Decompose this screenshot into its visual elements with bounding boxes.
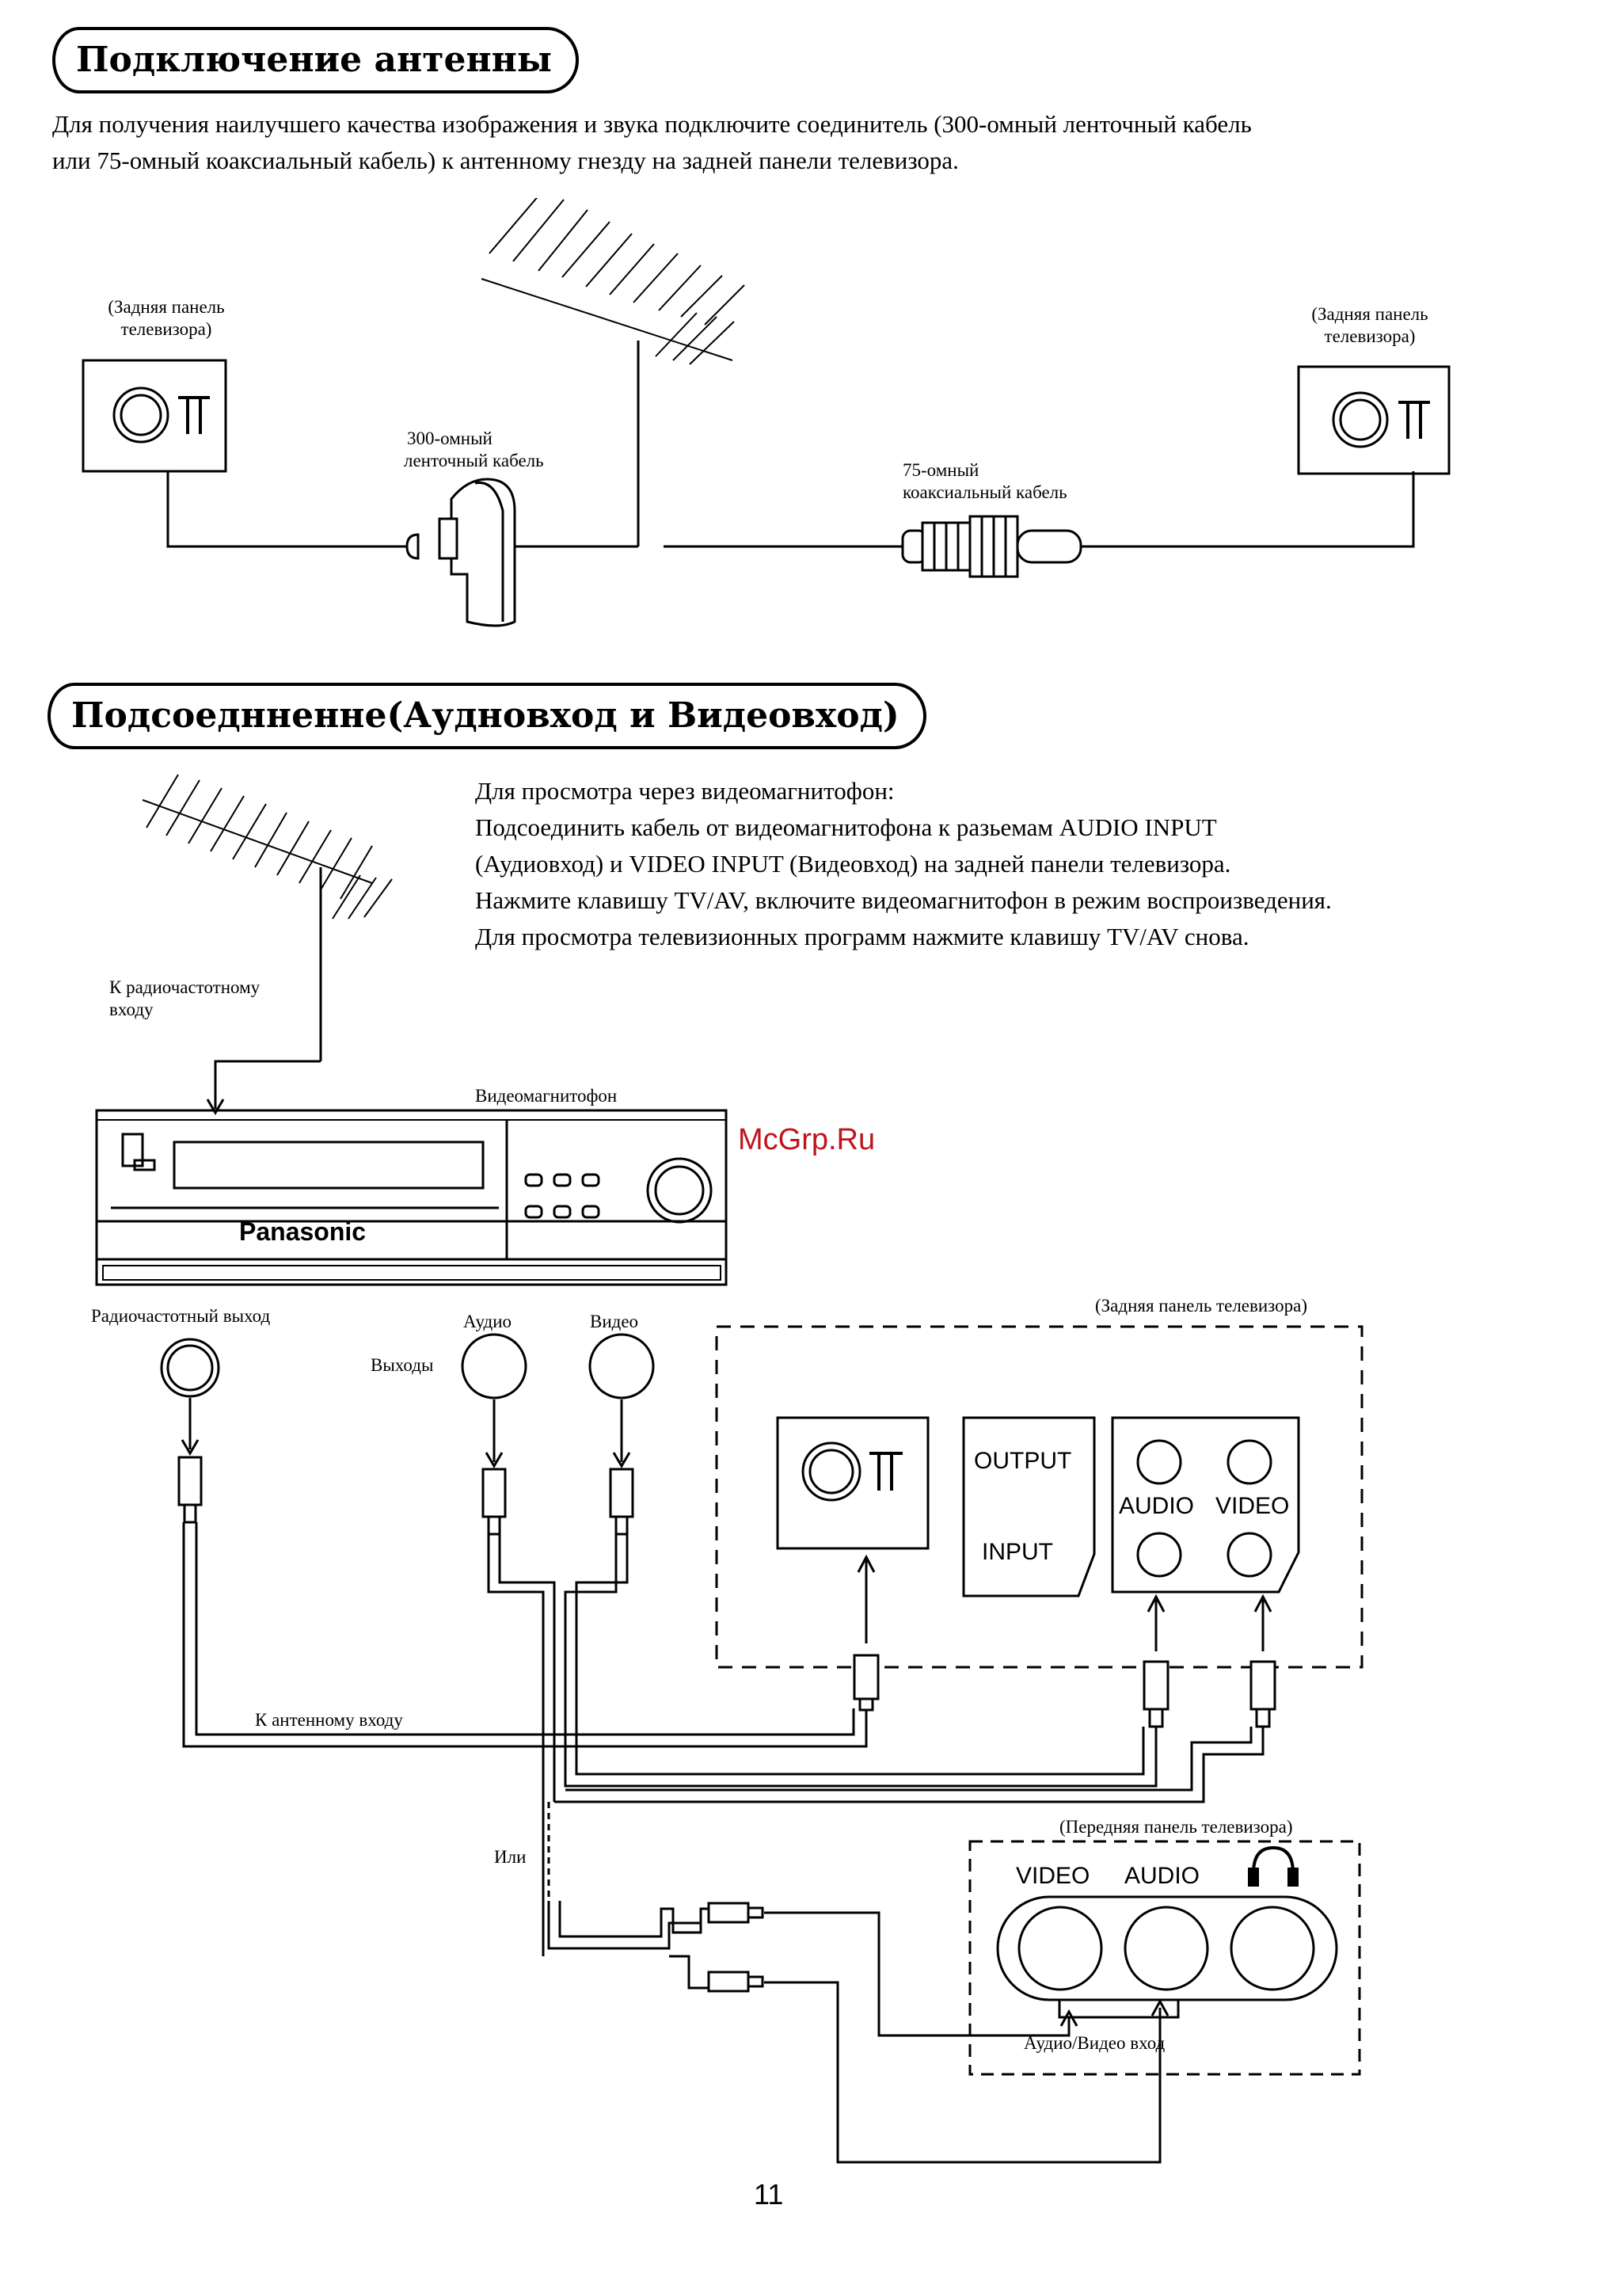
av-instruction-line3: (Аудиовход) и VIDEO INPUT (Видеовход) на… xyxy=(475,850,1231,878)
output-input-panel xyxy=(962,1416,1096,1597)
antenna-connection-diagram xyxy=(82,198,1451,627)
right-panel-label-line1: (Задняя панель xyxy=(1311,304,1428,324)
ribbon-label-line1: 300-омный xyxy=(407,428,493,448)
ribbon-cable-line xyxy=(166,471,408,548)
front-cables xyxy=(547,1901,1162,2164)
coax-cable-label: 75-омный коаксиальный кабель xyxy=(903,459,1067,504)
antenna-icon xyxy=(481,198,745,546)
video-out-label: Видео xyxy=(590,1312,639,1331)
left-panel-label-line2: телевизора) xyxy=(120,319,212,339)
av-instruction-line2: Подсоединить кабель от видеомагнитофона … xyxy=(475,813,1217,841)
vcr-brand-label: Panasonic xyxy=(239,1217,367,1246)
audio-out-jack xyxy=(461,1333,527,1399)
vcr-device xyxy=(95,1109,728,1286)
output-label: OUTPUT xyxy=(974,1448,1072,1474)
rf-cable xyxy=(182,1522,868,1748)
audio-out-label: Аудио xyxy=(463,1312,512,1331)
section-title-antenna: Подключение антенны xyxy=(52,27,579,93)
antenna-input-label: К антенному входу xyxy=(255,1710,403,1730)
tv-back-panel-label: (Задняя панель телевизора) xyxy=(1095,1296,1307,1316)
input-label: INPUT xyxy=(982,1539,1053,1565)
rca-plugs xyxy=(177,1456,634,1536)
headphones-icon xyxy=(1248,1845,1299,1887)
av-input-label: Аудио/Видео вход xyxy=(1024,2033,1166,2053)
front-rca-plugs xyxy=(707,1902,764,1993)
front-av-jacks xyxy=(996,1895,1338,2019)
ribbon-cable-label: 300-омный ленточный кабель xyxy=(404,428,544,472)
or-label: Или xyxy=(494,1847,527,1867)
coax-label-line2: коаксиальный кабель xyxy=(903,482,1067,502)
antenna-intro-line1: Для получения наилучшего качества изобра… xyxy=(52,110,1252,138)
audio-input-label: AUDIO xyxy=(1119,1493,1195,1519)
outputs-label: Выходы xyxy=(371,1355,434,1375)
audio-video-panel xyxy=(1111,1416,1300,1594)
rf-input-label-line1: К радиочастотному xyxy=(109,977,261,997)
right-tv-back-panel xyxy=(1297,365,1451,475)
section-title-av-input: Подсоеднненне(Аудновход и Видеовход) xyxy=(48,683,926,749)
back-av-jacks xyxy=(1136,1439,1272,1578)
av-cables xyxy=(487,1534,1265,1956)
ribbon-label-line2: ленточный кабель xyxy=(404,451,544,470)
rf-input-label: К радиочастотному входу xyxy=(109,977,260,1021)
watermark: McGrp.Ru xyxy=(738,1123,876,1156)
coax-label-line1: 75-омный xyxy=(903,460,979,480)
tv-back-panel-box xyxy=(715,1325,1363,1669)
left-panel-label: (Задняя панель телевизора) xyxy=(79,296,253,341)
right-panel-label: (Задняя панель телевизора) xyxy=(1279,303,1461,348)
tv-back-antenna-jack xyxy=(776,1416,930,1550)
ribbon-connector-icon xyxy=(405,478,516,627)
back-panel-plugs xyxy=(853,1654,1276,1728)
front-audio-label: AUDIO xyxy=(1124,1863,1200,1889)
tv-front-panel-box xyxy=(968,1840,1361,2076)
av-instruction-line4: Нажмите клавишу TV/AV, включите видеомаг… xyxy=(475,886,1332,914)
rf-input-label-line2: входу xyxy=(109,1000,154,1019)
coax-cable-line xyxy=(1081,471,1415,548)
antenna-intro-line2: или 75-омный коаксиальный кабель) к анте… xyxy=(52,147,959,174)
video-out-jack xyxy=(588,1333,655,1399)
tv-front-panel-label: (Передняя панель телевизора) xyxy=(1059,1817,1293,1837)
av-instruction-line5: Для просмотра телевизионных программ наж… xyxy=(475,923,1249,950)
video-input-label: VIDEO xyxy=(1215,1493,1290,1519)
left-panel-label-line1: (Задняя панель xyxy=(108,297,225,317)
rf-out-jack xyxy=(160,1338,220,1398)
av-connection-diagram xyxy=(95,774,1363,2164)
coax-connector-icon xyxy=(901,515,1082,578)
front-video-label: VIDEO xyxy=(1016,1863,1090,1889)
left-tv-back-panel xyxy=(82,359,227,473)
av-instruction-line1: Для просмотра через видеомагнитофон: xyxy=(475,777,895,805)
vcr-antenna-icon xyxy=(142,774,393,1115)
right-panel-label-line2: телевизора) xyxy=(1324,326,1416,346)
rf-out-label: Радиочастотный выход xyxy=(91,1306,271,1326)
page-number: 11 xyxy=(754,2178,784,2211)
vcr-label: Видеомагнитофон xyxy=(475,1086,618,1106)
